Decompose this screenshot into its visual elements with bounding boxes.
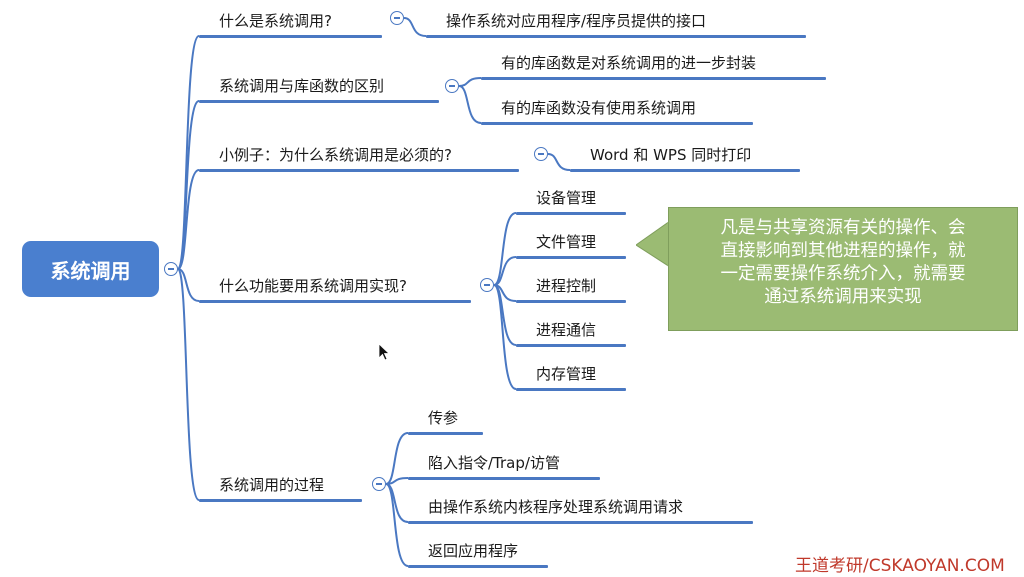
- branch-leaf-connector: [493, 256, 517, 286]
- leaf-underline: [516, 212, 626, 215]
- leaf-underline: [408, 477, 600, 480]
- watermark: 王道考研/CSKAOYAN.COM: [795, 556, 1005, 576]
- leaf-underline: [516, 388, 626, 391]
- branch-collapse-icon[interactable]: [534, 147, 548, 161]
- leaf-library-wraps-syscall[interactable]: 有的库函数是对系统调用的进一步封装: [501, 54, 757, 72]
- callout-line: 直接影响到其他进程的操作，就: [720, 241, 966, 261]
- branch-leaf-connector: [458, 77, 482, 87]
- leaf-underline: [481, 122, 753, 125]
- branch-leaf-connector: [385, 432, 409, 485]
- branch-collapse-icon[interactable]: [372, 477, 386, 491]
- root-label: 系统调用: [50, 258, 131, 283]
- branch-underline: [199, 100, 439, 103]
- leaf-process-control[interactable]: 进程控制: [536, 277, 597, 295]
- leaf-pass-params[interactable]: 传参: [428, 409, 459, 427]
- mouse-pointer-icon: [378, 343, 390, 361]
- root-branch-connector: [177, 268, 200, 302]
- branch-underline: [199, 499, 362, 502]
- leaf-underline: [570, 169, 800, 172]
- leaf-underline: [408, 521, 753, 524]
- branch-collapse-icon[interactable]: [480, 278, 494, 292]
- leaf-trap-instruction[interactable]: 陷入指令/Trap/访管: [428, 454, 560, 472]
- branch-leaf-connector: [403, 17, 427, 37]
- branch-leaf-connector: [385, 483, 409, 567]
- leaf-interface[interactable]: 操作系统对应用程序/程序员提供的接口: [446, 12, 707, 30]
- callout-line: 一定需要操作系统介入，就需要: [720, 264, 966, 284]
- leaf-device-management[interactable]: 设备管理: [536, 189, 597, 207]
- callout-line: 通过系统调用来实现: [764, 287, 922, 307]
- root-collapse-icon[interactable]: [164, 262, 178, 276]
- branch-syscall-vs-library[interactable]: 系统调用与库函数的区别: [219, 77, 385, 95]
- leaf-process-communication[interactable]: 进程通信: [536, 321, 597, 339]
- branch-leaf-connector: [458, 85, 482, 124]
- leaf-memory-management[interactable]: 内存管理: [536, 365, 597, 383]
- branch-example-why-needed[interactable]: 小例子：为什么系统调用是必须的?: [219, 146, 452, 164]
- leaf-underline: [408, 565, 548, 568]
- leaf-return-to-app[interactable]: 返回应用程序: [428, 542, 519, 560]
- leaf-kernel-handles-request[interactable]: 由操作系统内核程序处理系统调用请求: [428, 498, 684, 516]
- leaf-underline: [426, 35, 806, 38]
- branch-collapse-icon[interactable]: [390, 11, 404, 25]
- callout-pointer: [636, 220, 670, 268]
- leaf-underline: [516, 300, 626, 303]
- leaf-underline: [516, 256, 626, 259]
- branch-underline: [199, 300, 471, 303]
- branch-syscall-process[interactable]: 系统调用的过程: [219, 476, 325, 494]
- root-branch-connector: [177, 268, 200, 501]
- branch-leaf-connector: [493, 284, 517, 346]
- callout-line: 凡是与共享资源有关的操作、会: [720, 218, 966, 238]
- leaf-file-management[interactable]: 文件管理: [536, 233, 597, 251]
- leaf-underline: [516, 344, 626, 347]
- branch-underline: [199, 169, 519, 172]
- branch-leaf-connector: [547, 153, 571, 171]
- callout-note[interactable]: 凡是与共享资源有关的操作、会 直接影响到其他进程的操作，就 一定需要操作系统介入…: [668, 207, 1018, 331]
- root-branch-connector: [177, 169, 200, 270]
- leaf-underline: [408, 432, 483, 435]
- branch-leaf-connector: [493, 212, 517, 286]
- branch-underline: [199, 35, 382, 38]
- leaf-underline: [481, 77, 826, 80]
- leaf-library-no-syscall[interactable]: 有的库函数没有使用系统调用: [501, 99, 697, 117]
- root-node[interactable]: 系统调用: [22, 241, 159, 297]
- branch-collapse-icon[interactable]: [445, 79, 459, 93]
- leaf-word-wps-print[interactable]: Word 和 WPS 同时打印: [590, 146, 752, 164]
- branch-leaf-connector: [493, 284, 517, 390]
- branch-functions-need-syscall[interactable]: 什么功能要用系统调用实现?: [219, 277, 407, 295]
- branch-what-is-syscall[interactable]: 什么是系统调用?: [219, 12, 332, 30]
